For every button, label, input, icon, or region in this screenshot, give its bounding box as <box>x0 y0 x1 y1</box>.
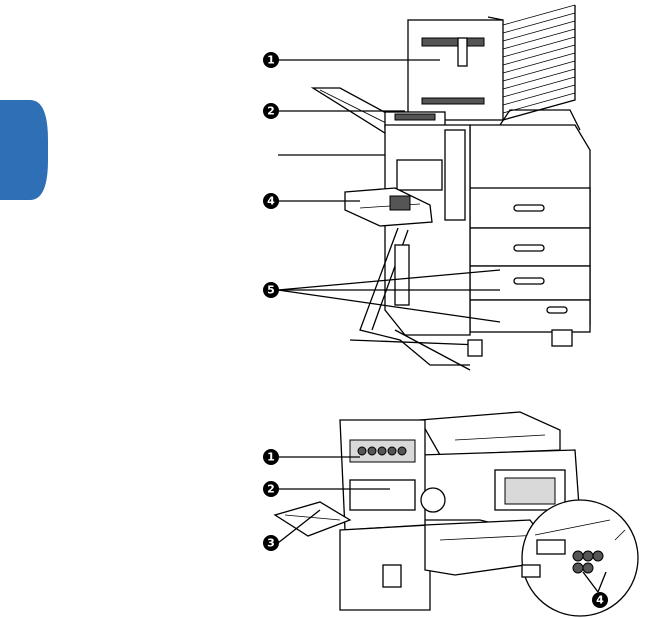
callout-label: 2 <box>267 483 275 496</box>
callout-5-top: 5 <box>263 282 279 298</box>
callout-label: 4 <box>596 594 604 607</box>
chapter-tab <box>0 100 48 200</box>
callout-2-bottom: 2 <box>263 481 279 497</box>
mailbox-unit <box>408 20 503 120</box>
callout-label: 5 <box>267 284 275 297</box>
callout-label: 1 <box>267 451 275 464</box>
callout-label: 4 <box>267 195 275 208</box>
callout-label: 2 <box>267 105 275 118</box>
callout-2-top: 2 <box>263 103 279 119</box>
callout-4-bottom: 4 <box>592 592 608 608</box>
callout-label: 3 <box>267 537 275 550</box>
open-door-panel <box>275 502 350 536</box>
callout-label: 1 <box>267 54 275 67</box>
printer-top-illustration <box>278 5 590 370</box>
detail-magnifier <box>522 500 638 616</box>
printer-bottom-illustration <box>275 412 638 616</box>
callout-1-bottom: 1 <box>263 449 279 465</box>
fuser-rollers <box>358 447 406 455</box>
callout-3-bottom: 3 <box>263 535 279 551</box>
callout-1-top: 1 <box>263 52 279 68</box>
callout-4-top: 4 <box>263 193 279 209</box>
